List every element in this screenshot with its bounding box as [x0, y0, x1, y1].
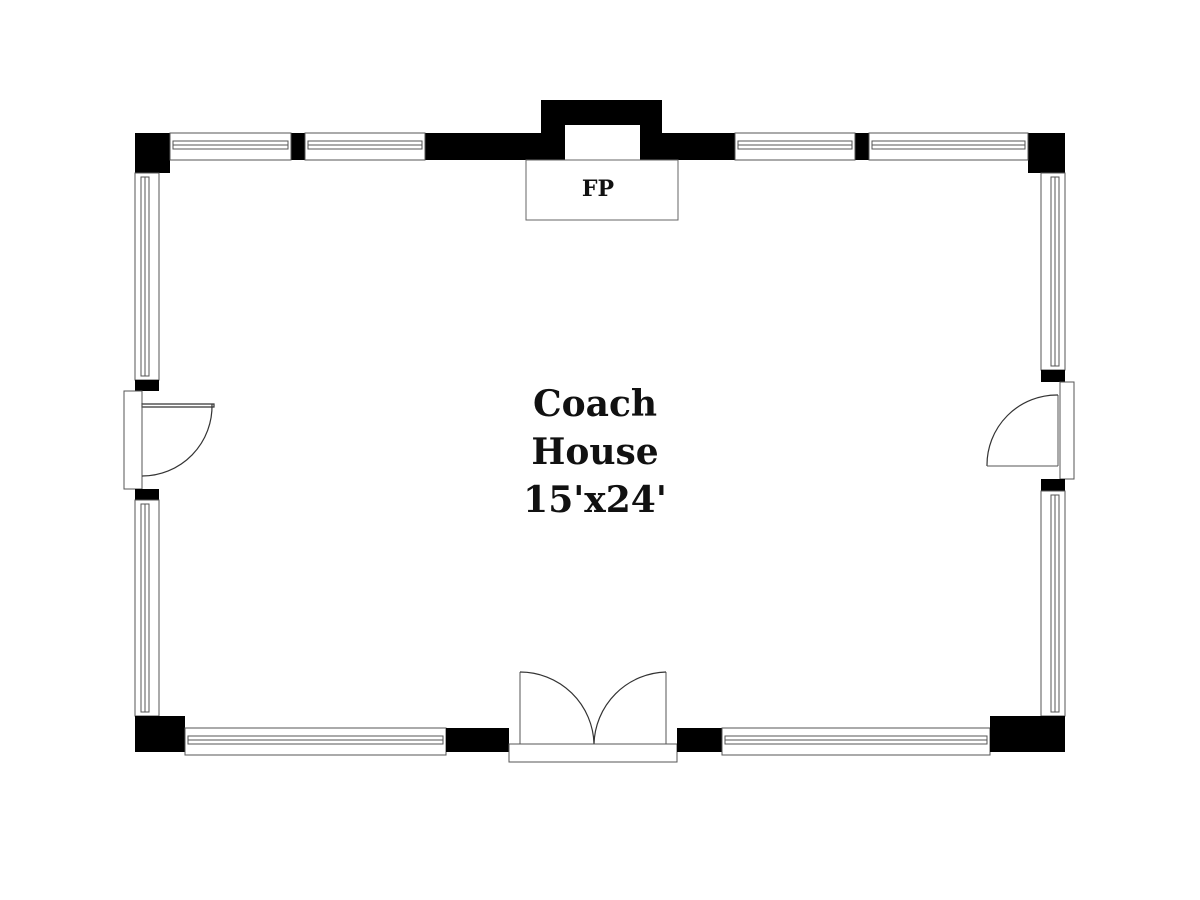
room-label: Coach House 15'x24': [523, 383, 667, 521]
top-wall: [135, 100, 1065, 173]
door-threshold: [508, 743, 678, 763]
window-top-1: [169, 132, 292, 161]
wall-corner-bottom-left: [135, 716, 185, 752]
left-wall: [123, 172, 215, 717]
door-swing-arc-left: [519, 671, 595, 745]
wall-corner-bottom-right: [990, 716, 1065, 752]
door-swing-arc: [141, 403, 213, 477]
wall-segment: [135, 489, 159, 500]
door-jamb: [123, 390, 143, 490]
window-top-3: [734, 132, 856, 161]
wall-segment: [1041, 370, 1065, 382]
window-left-2: [134, 499, 160, 717]
chimney: [541, 100, 735, 160]
window-top-2: [304, 132, 426, 161]
bottom-wall: [135, 671, 1065, 763]
door-leaf: [141, 403, 215, 408]
room-name-line2: House: [531, 431, 658, 473]
room-name-line1: Coach: [533, 383, 657, 425]
window-bottom-2: [721, 727, 991, 756]
window-left-1: [134, 172, 160, 381]
window-bottom-1: [184, 727, 447, 756]
door-jamb: [1059, 381, 1075, 480]
wall-segment: [135, 380, 159, 391]
fireplace-hearth: [525, 159, 679, 221]
fireplace-label: FP: [582, 176, 614, 202]
door-left: [123, 390, 215, 490]
wall-segment: [855, 133, 869, 160]
wall-segment: [446, 728, 509, 752]
door-swing-arc-right: [593, 671, 667, 745]
wall-segment: [425, 133, 541, 160]
wall-corner-top-right: [1028, 133, 1065, 173]
window-top-4: [868, 132, 1029, 161]
door-swing-arc: [986, 394, 1059, 467]
double-door: [508, 671, 678, 763]
window-right-2: [1040, 490, 1066, 717]
wall-segment: [1041, 479, 1065, 491]
room-dimensions: 15'x24': [523, 479, 667, 521]
right-wall: [986, 172, 1075, 717]
fireplace: FP: [525, 159, 679, 221]
wall-corner-top-left: [135, 133, 170, 173]
window-right-1: [1040, 172, 1066, 371]
door-right: [986, 381, 1075, 480]
wall-segment: [677, 728, 722, 752]
wall-segment: [291, 133, 305, 160]
